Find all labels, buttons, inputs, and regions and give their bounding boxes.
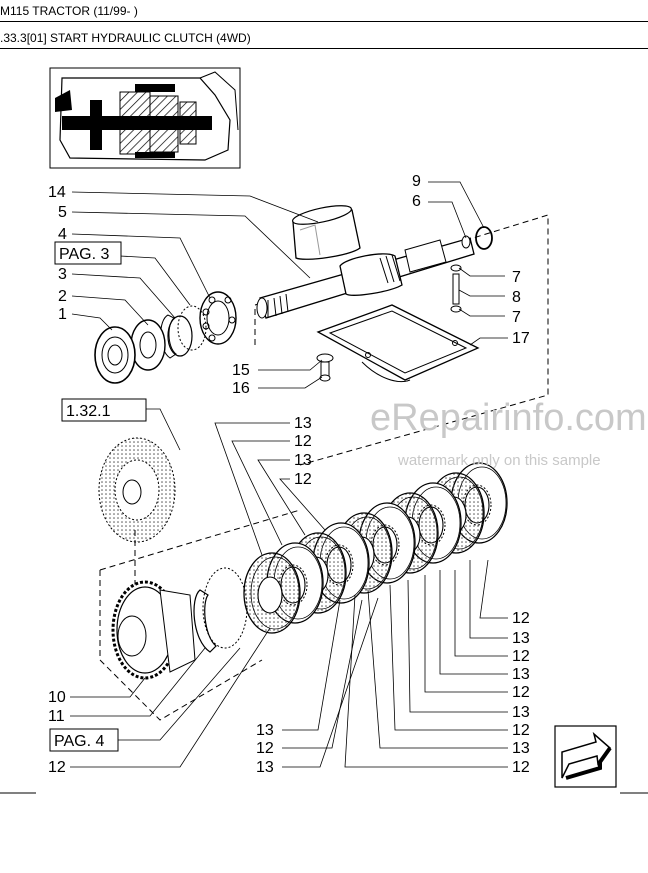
callout-13-bottom-a: 13 [256,722,274,739]
part-pin-8 [450,264,462,313]
callout-10: 10 [48,689,66,706]
callout-14: 14 [48,184,66,201]
callout-6: 6 [412,193,421,210]
part-gear-10 [111,580,196,680]
part-sleeve-14 [292,205,361,260]
callout-13-right-d: 13 [512,740,530,757]
watermark-brand: eRepairinfo.com [370,397,647,439]
header-rule-top [0,21,648,22]
watermark-note: watermark only on this sample [397,452,601,469]
callout-16: 16 [232,380,250,397]
part-seal-6 [461,235,471,249]
locator-thumbnail [49,67,241,169]
callout-8: 8 [512,289,521,306]
part-snapring-3 [160,314,193,359]
callout-12-right-d: 12 [512,722,530,739]
callout-17: 17 [512,330,530,347]
callout-12-right-e: 12 [512,759,530,776]
callout-12-bottom: 12 [256,740,274,757]
callout-11: 11 [48,708,65,725]
part-snapring-11 [193,589,217,653]
ref-box-pag3[interactable]: PAG. 3 [54,241,122,265]
callout-labels: 14 5 4 3 2 1 9 6 7 8 7 17 15 16 13 12 13… [48,173,530,776]
clutch-disc-pack [243,462,508,634]
ref-box-1.32.1[interactable]: 1.32.1 [61,398,147,422]
callout-13-left-a: 13 [294,415,312,432]
callout-7b: 7 [512,309,521,326]
callout-13-left-b: 13 [294,452,312,469]
callout-13-right-b: 13 [512,666,530,683]
callout-13-bottom-b: 13 [256,759,274,776]
part-bearing-1 [94,326,136,384]
header-rule-bottom [0,48,648,49]
callout-15: 15 [232,362,250,379]
part-oring-9 [475,226,493,250]
ref-pag4-label: PAG. 4 [54,733,104,750]
callout-12-right-c: 12 [512,684,530,701]
callout-4: 4 [58,226,67,243]
part-gear-reference-1.32.1 [98,437,176,543]
clutch-disc [243,552,301,634]
callout-12-left-b: 12 [294,471,312,488]
callout-7a: 7 [512,269,521,286]
part-shaft-5 [256,237,475,319]
ref-pag3-label: PAG. 3 [59,246,109,263]
callout-12-right-a: 12 [512,610,530,627]
part-gasket-17 [316,304,480,383]
callout-13-right-a: 13 [512,630,530,647]
ref-box-pag4[interactable]: PAG. 4 [49,728,119,752]
part-washer-2 [130,319,166,371]
part-screw-15-16 [316,353,334,382]
callout-2: 2 [58,288,67,305]
ref-1321-label: 1.32.1 [66,403,111,420]
arrow-next-icon[interactable] [554,725,617,788]
callout-3: 3 [58,266,67,283]
callout-13-right-c: 13 [512,704,530,721]
callout-5: 5 [58,204,67,221]
callout-1: 1 [58,306,67,323]
page-header-section: .33.3[01] START HYDRAULIC CLUTCH (4WD) [0,31,251,45]
callout-12-right-b: 12 [512,648,530,665]
callout-12-bottom-left: 12 [48,759,66,776]
callout-9: 9 [412,173,421,190]
leader-lines [70,181,508,768]
callout-12-left-a: 12 [294,433,312,450]
part-bearing-4 [199,291,237,345]
page-header-model: M115 TRACTOR (11/99- ) [0,4,138,18]
